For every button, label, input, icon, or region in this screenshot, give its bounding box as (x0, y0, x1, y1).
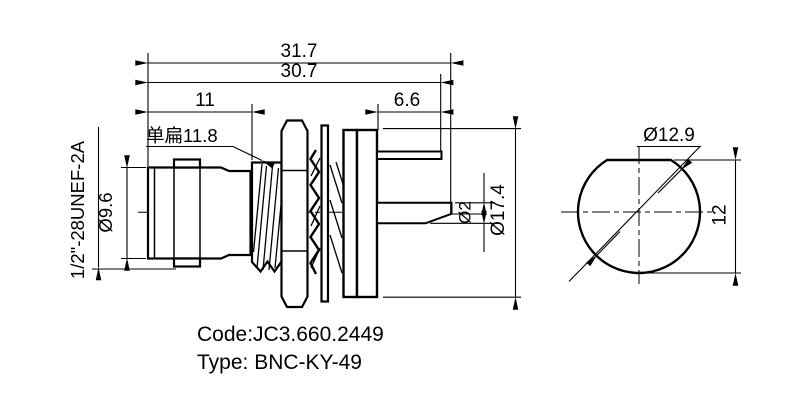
mounting-plate (320, 124, 330, 303)
dim-to-tab-length: 30.7 (135, 61, 454, 86)
side-view: 31.7 30.7 11 6.6 单扁11.8 1/2"-28UNEF-2A Ø… (67, 41, 521, 310)
dim-pin-dia: Ø2 (456, 173, 487, 252)
dim-coupling-dia-value: Ø9.6 (95, 192, 116, 232)
dim-tab-length: 6.6 (365, 90, 454, 115)
dim-flange-dia: Ø17.4 (488, 116, 519, 310)
dim-thread-dia-value: Ø12.9 (643, 125, 695, 146)
thread-spec-label: 1/2"-28UNEF-2A (67, 140, 88, 279)
dim-across-flat: 12 (641, 147, 741, 286)
lock-washer (309, 149, 321, 275)
thread-hatch (252, 163, 282, 271)
flat-callout: 单扁11.8 (146, 125, 275, 169)
dim-total-length: 31.7 (135, 41, 464, 66)
dim-across-flat-value: 12 (710, 204, 731, 225)
flange-front (342, 128, 359, 299)
end-view: Ø12.9 12 (561, 125, 741, 286)
bayonet-lug-bottom (172, 257, 202, 268)
center-pin (376, 201, 453, 225)
end-view-circle (576, 158, 702, 275)
dim-total-length-value: 31.7 (281, 41, 318, 62)
dim-to-tab-length-value: 30.7 (281, 61, 318, 82)
bayonet-lug-top (172, 158, 202, 169)
part-code: Code:JC3.660.2449 (197, 323, 384, 346)
dim-pin-dia-value: Ø2 (456, 201, 475, 224)
thread-spec-callout: 1/2"-28UNEF-2A (67, 127, 102, 281)
ground-tab (376, 150, 443, 160)
dim-coupling-dia: Ø9.6 (95, 155, 130, 271)
dim-flange-dia-value: Ø17.4 (488, 184, 509, 236)
dim-coupling-length-value: 11 (195, 90, 215, 111)
dim-tab-length-value: 6.6 (394, 90, 420, 111)
part-type: Type: BNC-KY-49 (197, 351, 362, 374)
washer-hatch (329, 161, 344, 274)
title-block: Code:JC3.660.2449 Type: BNC-KY-49 (197, 323, 384, 374)
flange-rear (355, 128, 379, 299)
hex-nut (280, 119, 309, 309)
dim-thread-dia: Ø12.9 (568, 125, 701, 282)
dim-coupling-length: 11 (135, 90, 265, 115)
flat-label: 单扁11.8 (146, 125, 218, 146)
